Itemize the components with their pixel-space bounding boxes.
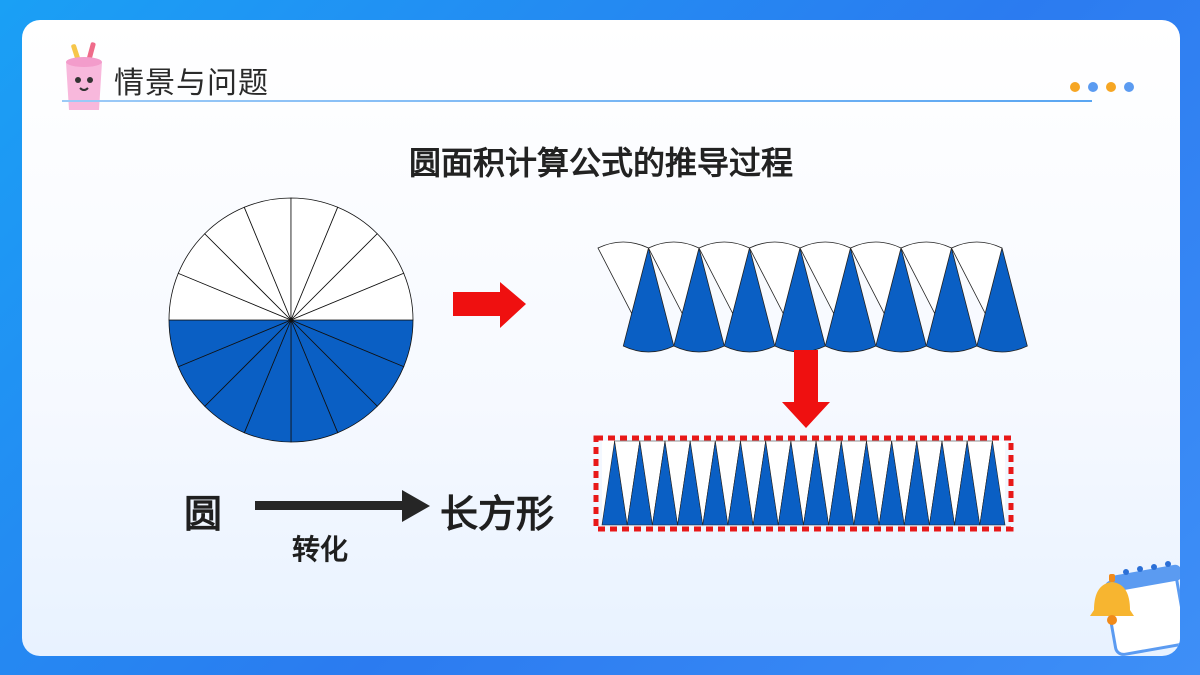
rectangle-blue-sector: [979, 440, 1006, 526]
dot-1: [1070, 82, 1080, 92]
dot-3: [1106, 82, 1116, 92]
dot-4: [1124, 82, 1134, 92]
rectangle-label: 长方形: [440, 492, 555, 536]
unrolled-strip: [597, 241, 1028, 353]
rectangle-figure: [601, 440, 1006, 526]
main-title: 圆面积计算公式的推导过程: [408, 144, 793, 182]
header-title: 情景与问题: [114, 66, 269, 101]
dashed-rectangle-border: [593, 435, 1014, 532]
red-arrow-right: [453, 282, 526, 328]
circle-sector: [290, 272, 414, 321]
transform-label: 转化: [292, 533, 349, 566]
pencil-cup-icon: [66, 42, 102, 110]
strip-blue-sector: [976, 247, 1028, 353]
bell-notepad-icon: [1090, 561, 1180, 656]
header-dots: [1070, 82, 1134, 92]
transform-arrow: [255, 490, 430, 522]
circle-label: 圆: [184, 492, 223, 536]
circle-figure: [168, 197, 414, 443]
dot-2: [1088, 82, 1098, 92]
slide-card: 情景与问题 圆面积计算公式的推导过程 圆 长方形 转化: [22, 20, 1180, 656]
red-arrow-down: [782, 350, 830, 428]
header-divider: [62, 100, 1092, 102]
derivation-diagram: [168, 197, 1028, 532]
